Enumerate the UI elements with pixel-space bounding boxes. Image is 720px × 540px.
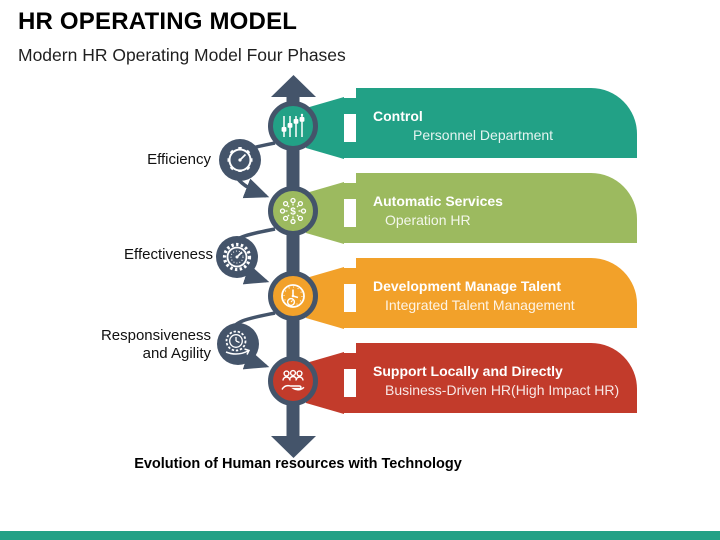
phase-subtitle: Operation HR [385, 212, 471, 228]
people-hand-icon [281, 369, 305, 391]
footer-caption: Evolution of Human resources with Techno… [134, 456, 462, 472]
phase-banner: Support Locally and Directly Business-Dr… [356, 343, 637, 413]
phase-connector [306, 352, 358, 414]
agility-clock-icon [217, 323, 259, 365]
phase-title: Control [373, 108, 423, 124]
phase-node: $ [268, 186, 318, 236]
phase-connector [306, 267, 358, 329]
phase-connector [306, 97, 358, 159]
money-network-icon: $ [279, 197, 307, 225]
phase-banner: Development Manage Talent Integrated Tal… [356, 258, 637, 328]
clock-icon [281, 284, 305, 308]
svg-text:$: $ [290, 207, 296, 218]
phase-banner: Control Personnel Department [356, 88, 637, 158]
page-title: HR OPERATING MODEL [18, 8, 298, 35]
phase-node [268, 356, 318, 406]
phase-connector [306, 182, 358, 244]
side-label-responsiveness: Responsiveness and Agility [100, 327, 211, 362]
side-label-effectiveness: Effectiveness [124, 246, 213, 263]
phase-subtitle: Personnel Department [413, 127, 554, 143]
phase-subtitle: Business-Driven HR(High Impact HR) [385, 382, 620, 398]
timeline-arrow [271, 75, 316, 458]
sliders-icon [281, 113, 305, 137]
accent-bar [0, 531, 720, 540]
phase-node [268, 271, 318, 321]
phase-title: Automatic Services [373, 193, 503, 209]
arrow-up-icon [271, 75, 316, 97]
page-subtitle: Modern HR Operating Model Four Phases [18, 45, 346, 65]
phase-row-control: Control Personnel Department [0, 88, 720, 159]
phase-row-development: Development Manage Talent Integrated Tal… [0, 258, 720, 329]
side-label-efficiency: Efficiency [147, 151, 211, 168]
phase-row-automatic-services: Automatic Services Operation HR $ [0, 173, 720, 244]
phase-banner: Automatic Services Operation HR [356, 173, 637, 243]
phase-row-support: Support Locally and Directly Business-Dr… [0, 343, 720, 414]
gear-dial-icon [216, 236, 258, 278]
phase-node [268, 101, 318, 151]
phase-title: Development Manage Talent [373, 278, 562, 294]
arrow-down-icon [271, 436, 316, 458]
gear-gauge-icon [219, 139, 261, 181]
phase-subtitle: Integrated Talent Management [385, 297, 575, 313]
phase-title: Support Locally and Directly [373, 363, 563, 379]
